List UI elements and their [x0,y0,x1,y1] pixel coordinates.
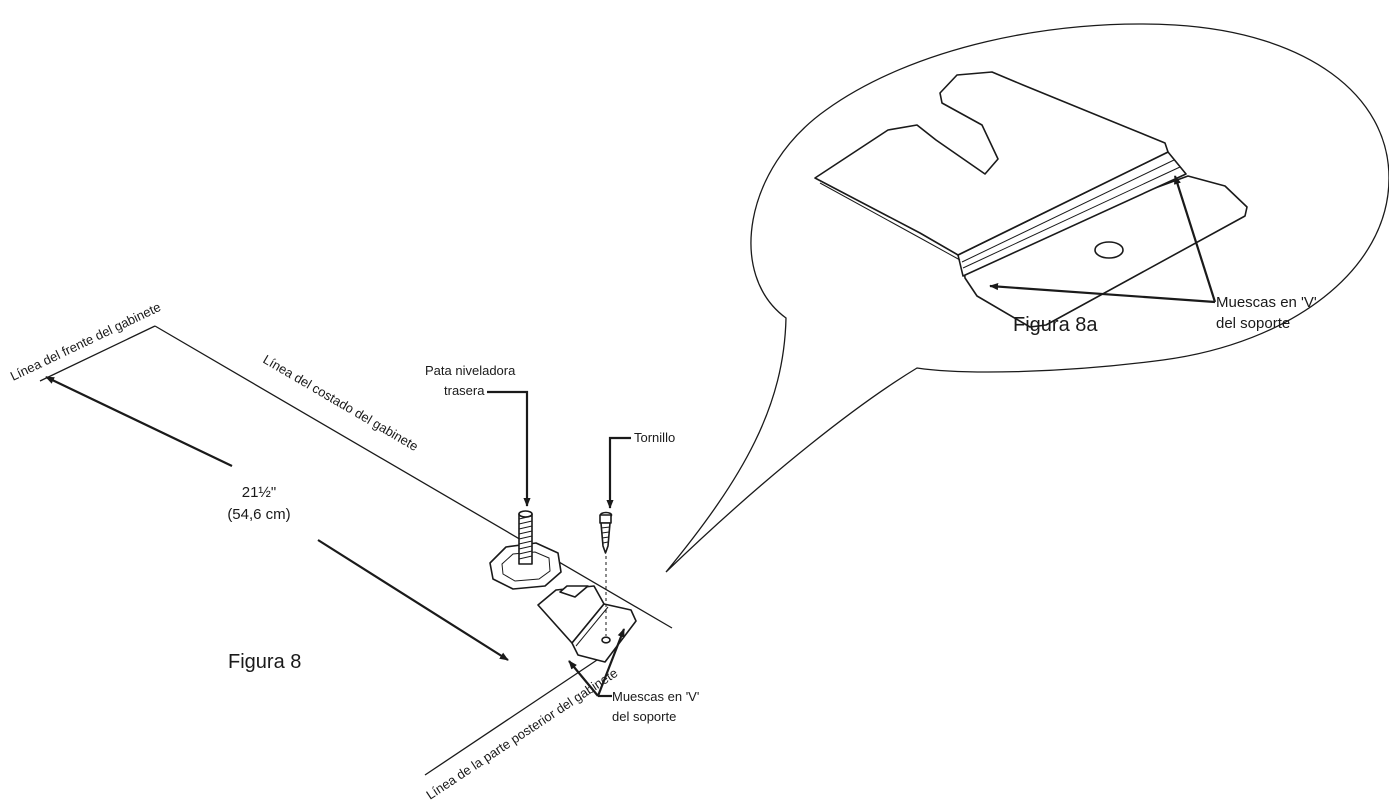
dimension-imperial: 21½" [242,484,277,501]
detail-callout-bubble [665,23,1389,573]
cabinet-front-line-label: Línea del frente del gabinete [8,299,163,383]
screw-leader [606,436,631,509]
detail-notch-leader [989,175,1217,304]
leveling-leg-label-line2: trasera [444,383,485,398]
figure-detail-caption: Figura 8a [1013,314,1098,336]
detail-notch-label-line2: del soporte [1216,315,1290,332]
cabinet-back-line-label: Línea de la parte posterior del gabinete [423,665,620,802]
figure-main-caption: Figura 8 [228,651,301,673]
leveling-leg-label-line1: Pata niveladora [425,363,516,378]
cabinet-side-line-label: Línea del costado del gabinete [260,352,420,454]
dimension-arrow [45,376,509,661]
notch-label-line1: Muescas en 'V' [612,689,699,704]
notch-label-line2: del soporte [612,709,676,724]
detail-notch-label-line1: Muescas en 'V' [1216,294,1317,311]
leveling-leg-icon [489,510,562,590]
cabinet-front-line [39,325,156,382]
cabinet-back-line [424,657,601,776]
bracket-icon [537,585,637,663]
leg-leader [487,390,531,507]
screw-label: Tornillo [634,430,675,445]
screw-icon [599,511,613,554]
notch-leader [568,628,626,698]
dimension-metric: (54,6 cm) [227,506,290,523]
cabinet-side-line [154,325,673,629]
